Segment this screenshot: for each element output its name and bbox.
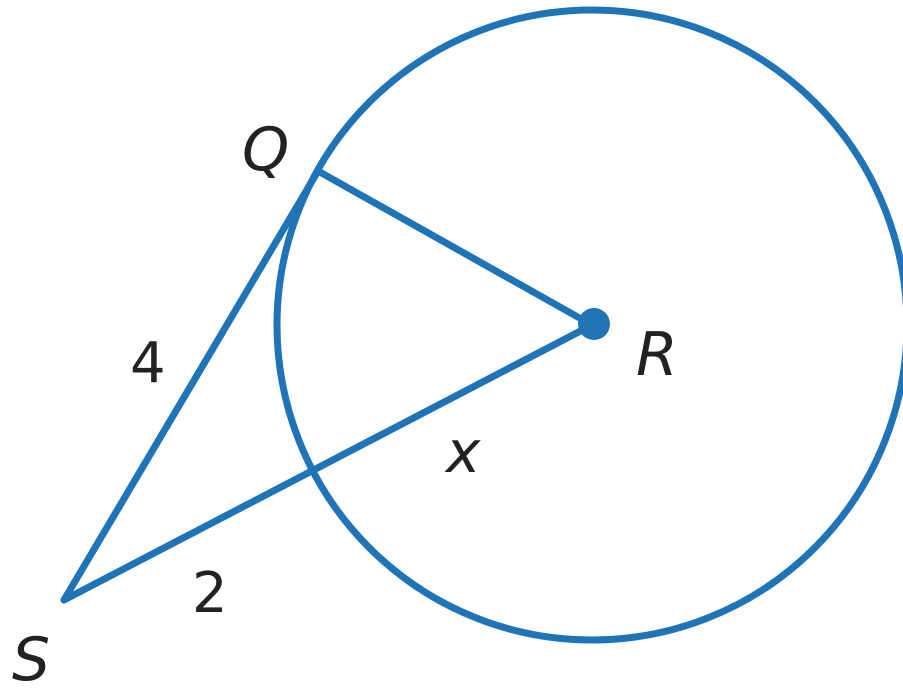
- label-length-x: x: [444, 418, 481, 486]
- segment-sq: [60, 167, 322, 604]
- label-length-sq: 4: [130, 331, 166, 396]
- label-point-s: S: [12, 625, 50, 690]
- label-point-r: R: [636, 320, 678, 390]
- center-point-r: [578, 308, 610, 340]
- label-point-q: Q: [242, 115, 289, 185]
- segment-rq: [314, 167, 596, 329]
- label-length-s-to-circle: 2: [192, 561, 228, 626]
- segment-sr: [60, 321, 596, 604]
- circle-r: [273, 6, 903, 644]
